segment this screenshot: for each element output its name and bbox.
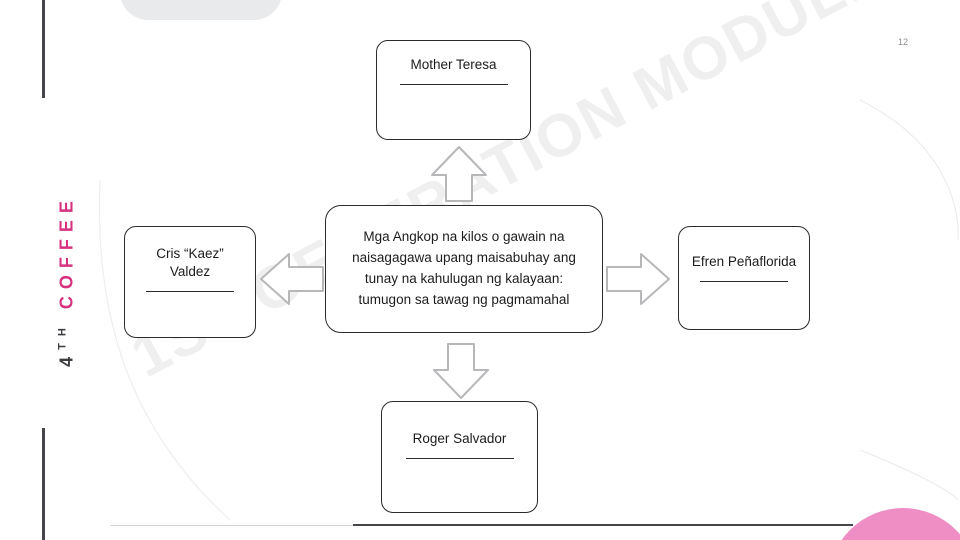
- top-gray-shape: [120, 0, 282, 20]
- brand-ordinal-suffix: TH: [56, 321, 69, 350]
- left-vertical-rule-bottom: [42, 428, 45, 540]
- diagram-node-left: Cris “Kaez” Valdez: [124, 226, 256, 338]
- arrow-up-icon: [431, 146, 487, 202]
- diagram-node-top: Mother Teresa: [376, 40, 531, 140]
- brand-word: COFFEE: [56, 194, 77, 310]
- arrow-down-icon: [433, 343, 489, 399]
- node-left-answer-blank[interactable]: [146, 291, 234, 293]
- brand-label: 4TH COFFEE: [57, 176, 78, 386]
- brand-number: 4: [56, 349, 77, 367]
- node-left-label: Cris “Kaez” Valdez: [156, 246, 224, 280]
- arrow-left-icon: [260, 253, 324, 305]
- bottom-rule-dark: [353, 524, 853, 526]
- node-bottom-answer-blank[interactable]: [405, 458, 514, 460]
- arrow-right-icon: [606, 253, 670, 305]
- center-node-label: Mga Angkop na kilos o gawain na naisagag…: [352, 229, 576, 307]
- node-top-label: Mother Teresa: [410, 57, 497, 72]
- diagram-node-bottom: Roger Salvador: [381, 401, 538, 513]
- diagram-center-node: Mga Angkop na kilos o gawain na naisagag…: [325, 205, 603, 333]
- page-number: 12: [898, 37, 909, 47]
- node-bottom-label: Roger Salvador: [412, 431, 507, 446]
- bottom-rule-light: [110, 525, 355, 526]
- diagram-node-right: Efren Peñaflorida: [678, 226, 810, 330]
- node-right-label: Efren Peñaflorida: [691, 254, 797, 269]
- node-top-answer-blank[interactable]: [399, 84, 508, 86]
- left-vertical-rule-top: [42, 0, 45, 98]
- node-right-answer-blank[interactable]: [700, 281, 788, 283]
